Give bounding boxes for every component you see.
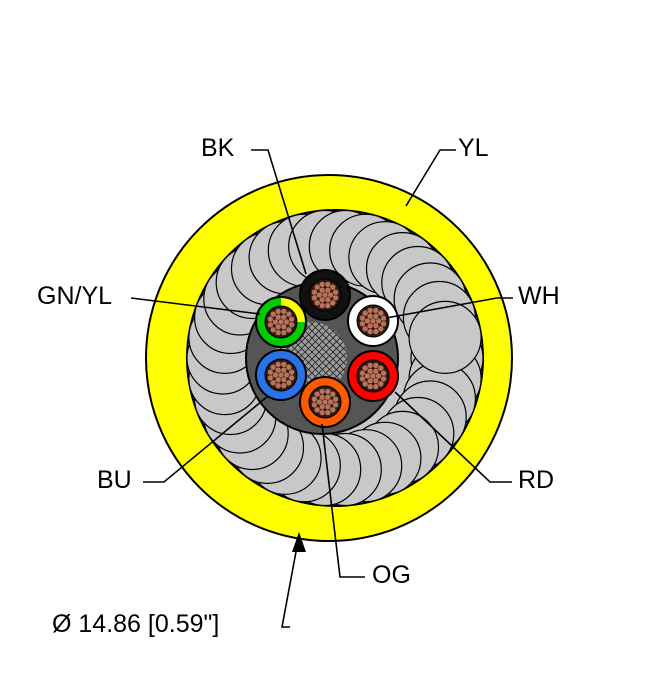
diameter-arrowhead [292, 532, 306, 552]
wire-wh [347, 295, 399, 347]
leader-gnyl [130, 297, 261, 315]
label-bu: BU [97, 466, 132, 494]
wire-rd [347, 350, 399, 402]
leader-bu [143, 395, 269, 483]
shield-strand [408, 300, 482, 374]
wire-gn-yl [255, 296, 307, 348]
leader-bk [251, 149, 307, 275]
label-wh: WH [518, 282, 560, 310]
label-og: OG [372, 561, 411, 589]
leader-diameter [281, 540, 299, 628]
label-yl: YL [458, 134, 489, 162]
label-diameter: Ø 14.86 [0.59"] [52, 610, 220, 638]
leader-rd [394, 391, 512, 483]
label-rd: RD [518, 466, 555, 494]
leader-wh [385, 297, 513, 319]
wire-bu [255, 349, 307, 401]
leader-og [321, 423, 365, 578]
label-bk: BK [201, 134, 235, 162]
wire-og [299, 376, 351, 428]
leader-yl [405, 149, 456, 207]
label-gn-yl: GN/YL [37, 282, 113, 310]
shield-strands [187, 210, 483, 506]
wire-bk [299, 269, 351, 321]
